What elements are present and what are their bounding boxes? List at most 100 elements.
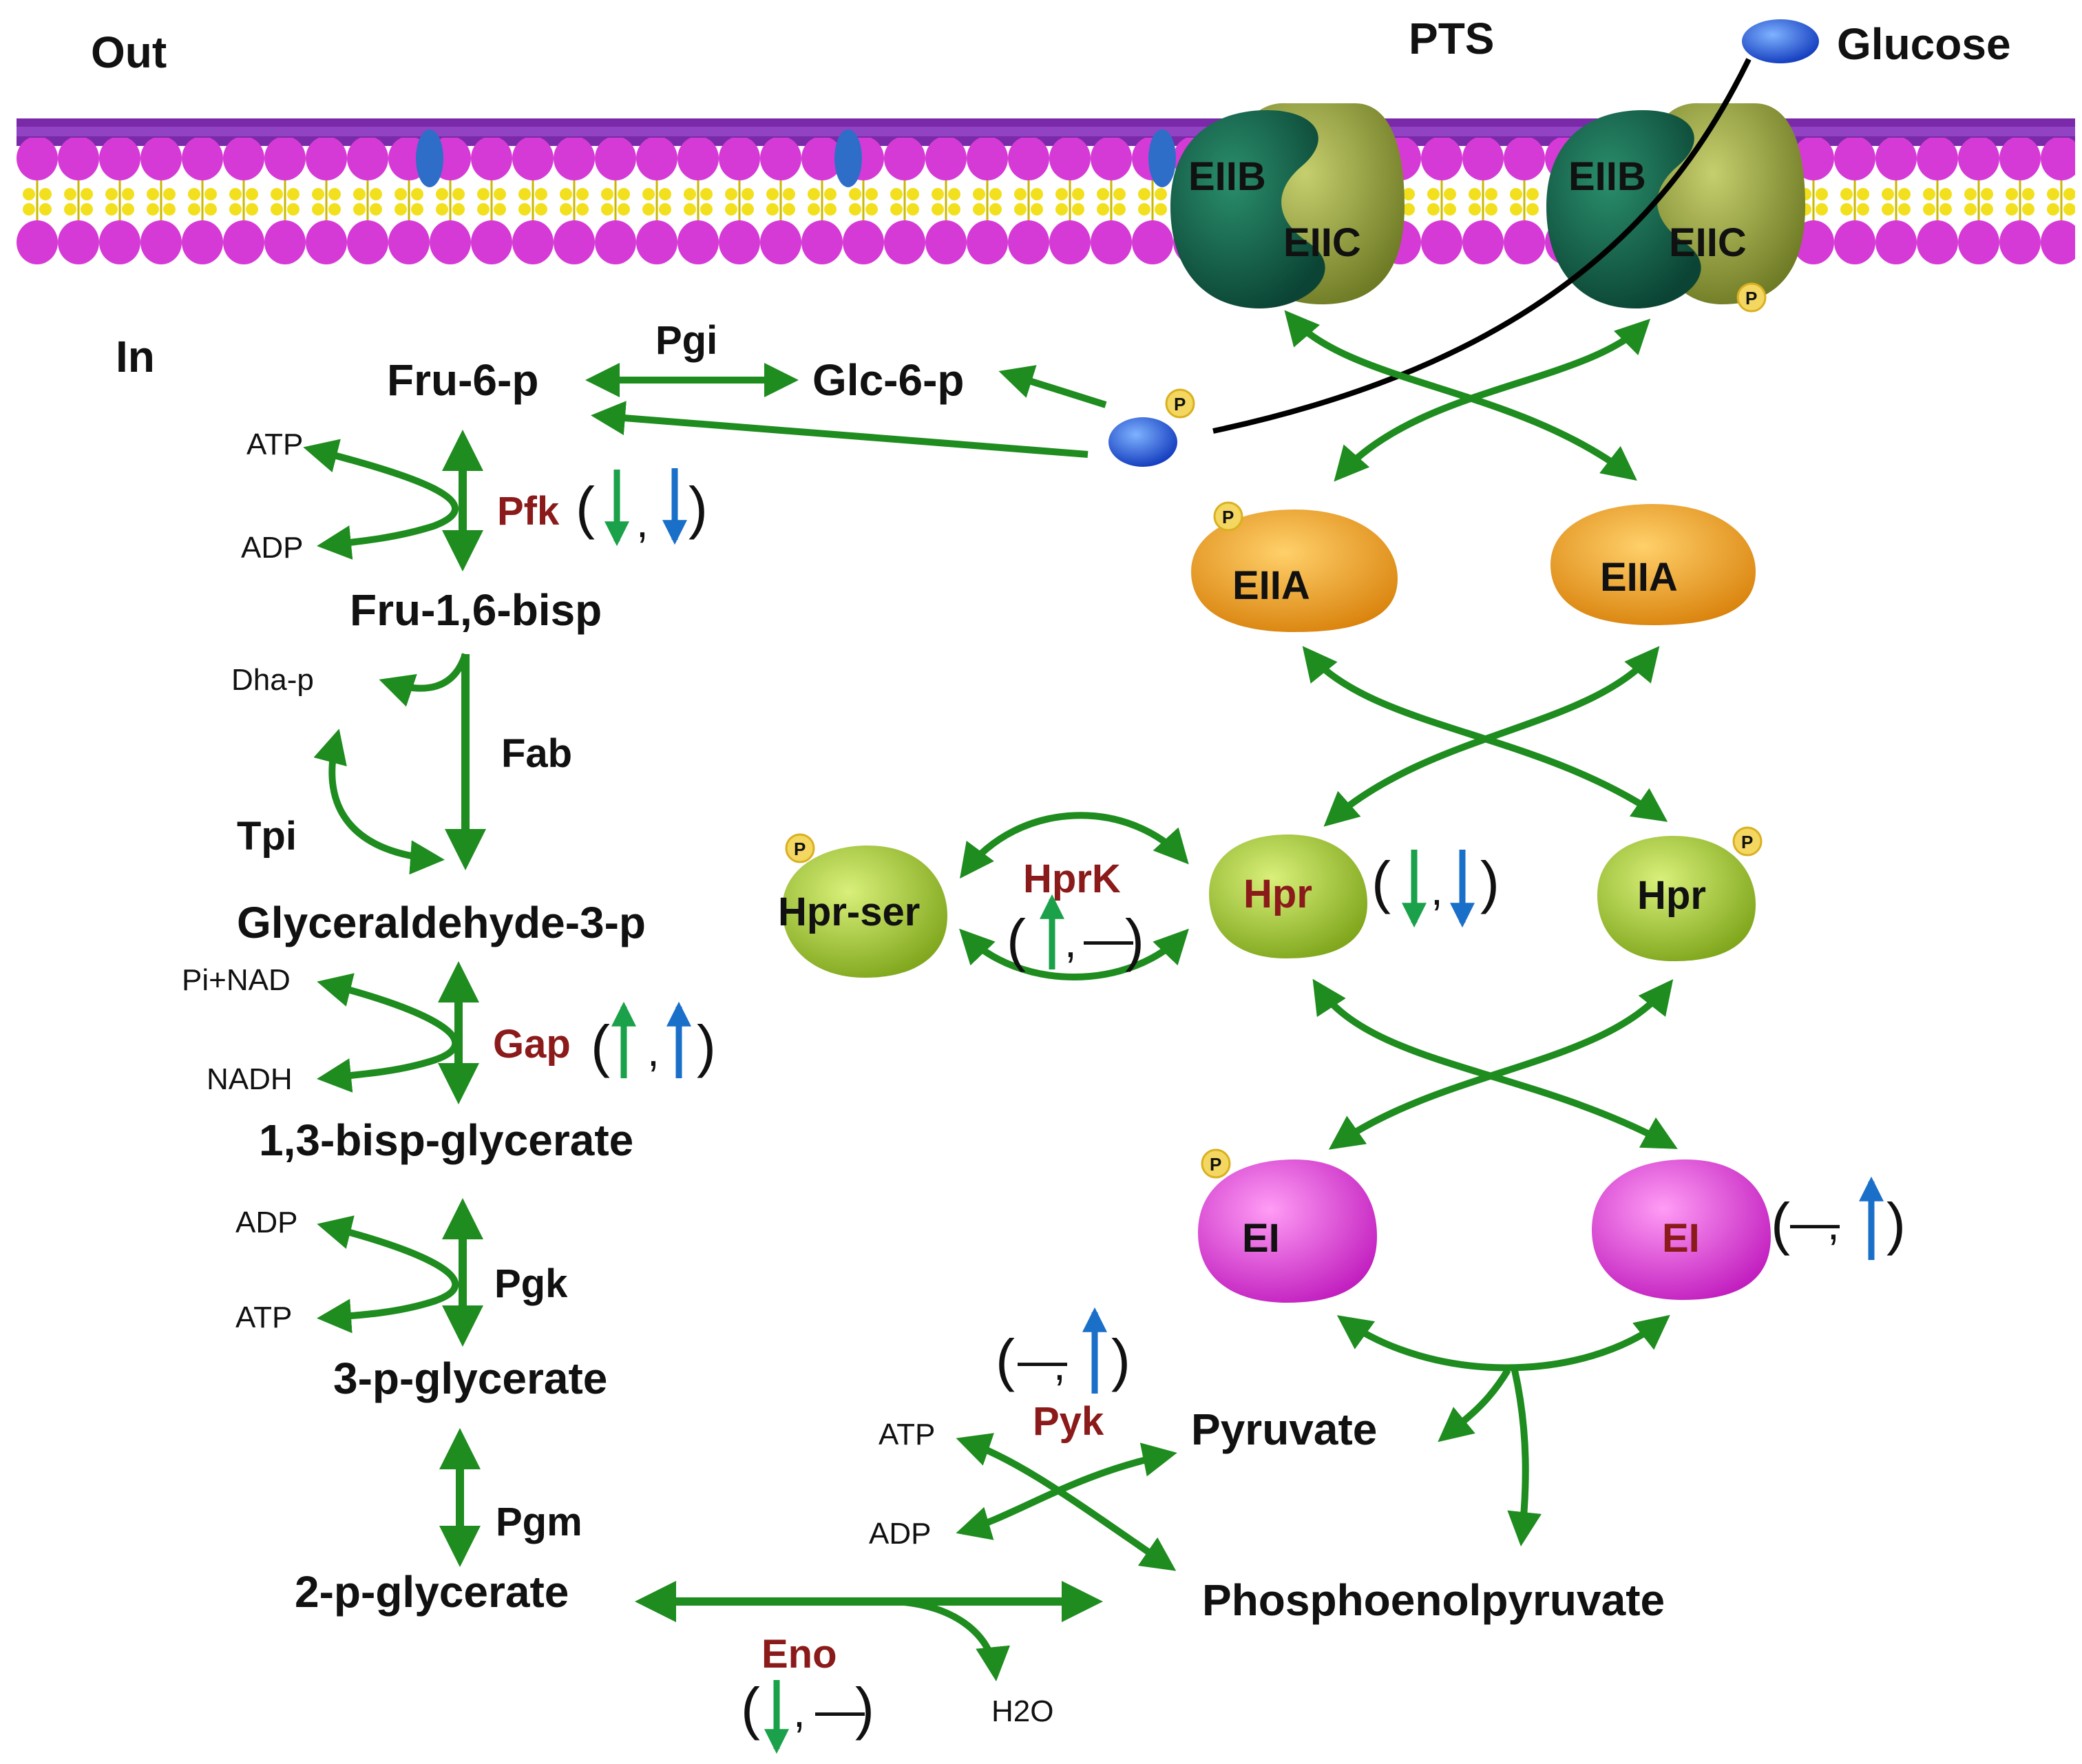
pgk-cofactor-arrow	[317, 1215, 459, 1334]
svg-text:—: —	[1790, 1195, 1840, 1250]
pyk-regulation: ( — , )	[996, 1307, 1131, 1394]
gap-nadh-label: NADH	[207, 1062, 293, 1096]
ei-regulation: ( — , )	[1771, 1176, 1906, 1260]
svg-text:(: (	[741, 1676, 760, 1741]
hpr-ser-label: Hpr-ser	[778, 890, 920, 934]
gap-label: Gap	[493, 1022, 571, 1067]
eiia-label-left: EIIA	[1232, 563, 1310, 608]
phosphate-badge-eiic: P	[1736, 282, 1767, 313]
hpr-ser-blob	[782, 846, 947, 978]
eiia-label-right: EIIA	[1600, 555, 1678, 600]
phosphate-badge-glucose: P	[1165, 388, 1195, 419]
eiib-eiic-complex-right: EIIB EIIC P	[1546, 103, 1805, 313]
eno-regulation: ( , — )	[741, 1676, 874, 1754]
svg-text:P: P	[1745, 288, 1757, 308]
eiia-phosphorylated	[1191, 510, 1398, 632]
pyk-adp-label: ADP	[869, 1517, 931, 1551]
eiic-label-left: EIIC	[1283, 220, 1361, 265]
svg-text:): )	[855, 1676, 874, 1741]
ei-label-right: EI	[1662, 1216, 1700, 1261]
membrane-channel-2	[834, 129, 862, 187]
phosphate-badge-ei: P	[1201, 1148, 1231, 1179]
ei-label-left: EI	[1242, 1216, 1280, 1261]
svg-text:): )	[1125, 907, 1144, 972]
svg-text:—: —	[815, 1683, 865, 1738]
eiia-unphosphorylated	[1550, 504, 1756, 625]
hprk-label: HprK	[1023, 857, 1121, 901]
membrane-channel-1	[416, 129, 443, 187]
pg3-label: 3-p-glycerate	[333, 1354, 607, 1403]
eiia-hpr-cross-1	[1302, 646, 1668, 822]
svg-text:,: ,	[1431, 865, 1443, 914]
gap-cofactor-arrow	[317, 973, 459, 1093]
fab-to-dhap-arrow	[379, 653, 469, 707]
hpr-label-right: Hpr	[1637, 873, 1706, 918]
eno-water-arrow	[894, 1598, 1010, 1681]
svg-text:—: —	[1084, 912, 1133, 967]
svg-text:(: (	[996, 1327, 1015, 1392]
fab-label: Fab	[501, 731, 572, 776]
hprk-regulation: ( , — )	[1007, 894, 1144, 972]
pfk-label: Pfk	[497, 489, 560, 534]
svg-text:P: P	[1210, 1154, 1221, 1175]
ei-unphosphorylated	[1592, 1159, 1771, 1300]
pyk-cofactor-arrow-2	[956, 1442, 1177, 1540]
svg-text:P: P	[1174, 394, 1186, 414]
pts-label: PTS	[1409, 14, 1494, 63]
eno-water-label: H2O	[991, 1694, 1053, 1728]
pg2-label: 2-p-glycerate	[295, 1567, 569, 1617]
ei-to-pyruvate-arrow	[1438, 1368, 1511, 1442]
glc6p-from-glucose-arrow	[998, 365, 1107, 408]
svg-text:): )	[697, 1014, 716, 1078]
in-label: In	[116, 332, 155, 381]
hprk-arrow-top	[960, 812, 1189, 879]
hpr-ei-cross-2	[1328, 979, 1674, 1150]
svg-text:(: (	[1371, 850, 1391, 914]
svg-text:(: (	[1771, 1191, 1790, 1256]
pgm-label: Pgm	[496, 1500, 582, 1544]
hpr-label-left: Hpr	[1243, 872, 1312, 916]
gap-regulation: ( , )	[591, 1001, 716, 1078]
pep-label: Phosphoenolpyruvate	[1202, 1575, 1665, 1625]
svg-text:P: P	[1222, 507, 1234, 527]
svg-text:P: P	[1741, 832, 1753, 852]
svg-text:,: ,	[1053, 1340, 1066, 1389]
glucose-label: Glucose	[1837, 19, 2011, 69]
bpg13-label: 1,3-bisp-glycerate	[259, 1115, 633, 1165]
svg-text:,: ,	[647, 1026, 660, 1075]
glucose-icon	[1742, 19, 1819, 63]
eiic-label-right: EIIC	[1669, 220, 1747, 265]
eiib-label-right: EIIB	[1568, 154, 1646, 199]
glucose-phosphate-icon	[1108, 417, 1177, 467]
tpi-label: Tpi	[237, 814, 297, 859]
svg-text:P: P	[794, 839, 806, 859]
pfk-regulation: ( , )	[576, 468, 708, 547]
phosphate-badge-hpr: P	[1732, 826, 1763, 857]
glc6p-label: Glc-6-p	[812, 355, 964, 405]
svg-text:): )	[688, 475, 708, 540]
svg-text:(: (	[591, 1014, 610, 1078]
svg-text:,: ,	[1064, 917, 1077, 967]
pgi-label: Pgi	[655, 318, 717, 363]
pfk-cofactor-arrow	[303, 439, 459, 560]
eiia-hpr-cross-2	[1323, 646, 1660, 827]
g3p-label: Glyceraldehyde-3-p	[237, 898, 646, 947]
phosphate-badge-eiia: P	[1213, 501, 1243, 532]
dhap-label: Dha-p	[231, 663, 314, 697]
svg-text:(: (	[576, 475, 595, 540]
svg-text:,: ,	[793, 1687, 806, 1736]
svg-text:—: —	[1018, 1333, 1067, 1388]
svg-text:): )	[1111, 1327, 1131, 1392]
hpr-blob-left	[1209, 834, 1367, 958]
fru6p-label: Fru-6-p	[387, 355, 538, 405]
pfk-adp-label: ADP	[241, 531, 303, 565]
gap-pinad-label: Pi+NAD	[182, 963, 291, 997]
ei-phosphorylated	[1198, 1159, 1377, 1303]
hprk-arrow-bottom	[959, 928, 1189, 980]
membrane-channel-3	[1148, 129, 1176, 187]
out-label: Out	[91, 28, 167, 77]
ei-junction-arrow	[1336, 1314, 1670, 1372]
svg-text:): )	[1886, 1191, 1906, 1256]
pgk-label: Pgk	[494, 1261, 568, 1306]
